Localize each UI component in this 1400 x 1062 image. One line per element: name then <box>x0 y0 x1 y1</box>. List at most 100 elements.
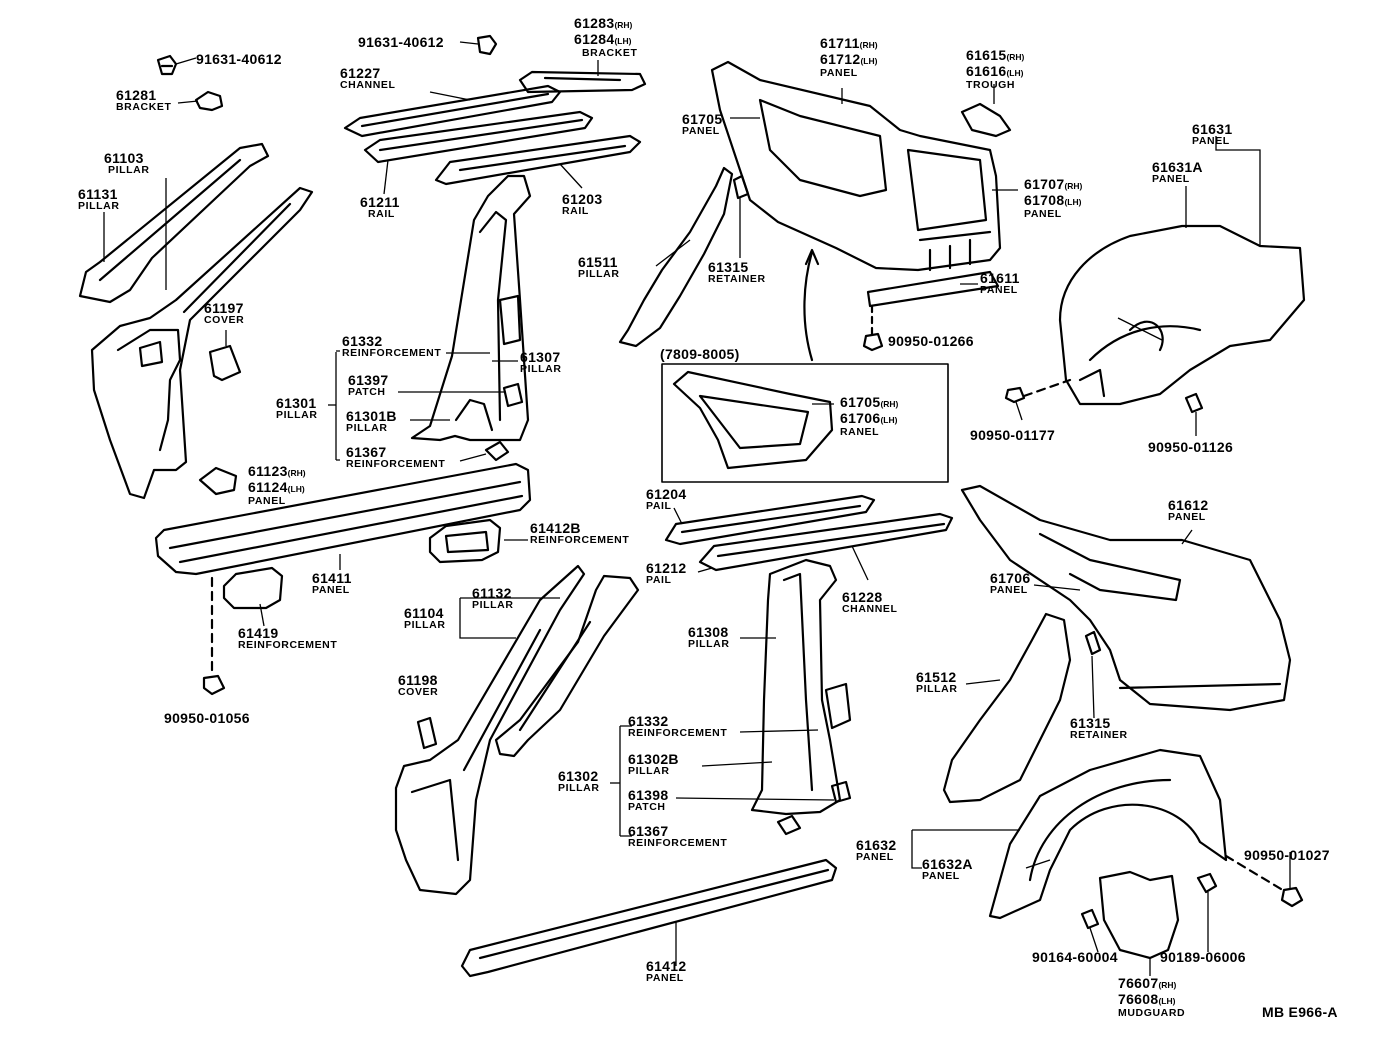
label-91631-40612-a: 91631-40612 <box>196 51 282 67</box>
leader-dashed-01027 <box>1224 854 1288 894</box>
panel-61631-part <box>1058 224 1306 406</box>
nut-90950-01027 <box>1280 886 1304 908</box>
reinforcement-61412B-part <box>428 518 502 564</box>
pillar-61308-part <box>750 558 852 816</box>
pillar-61131-part <box>78 142 270 304</box>
label-61705-61706: 61705(RH) 61706(LH) RANEL <box>840 394 899 438</box>
label-61615-61616: 61615(RH) 61616(LH) TROUGH <box>966 47 1025 91</box>
retainer-61315-part-a <box>732 174 750 200</box>
rail-61211-part <box>363 110 594 164</box>
arrow-head <box>804 248 820 266</box>
mudguard-76607-part <box>1098 870 1180 960</box>
label-90950-01027: 90950-01027 <box>1244 847 1330 863</box>
label-76607-76608: 76607(RH) 76608(LH) MUDGUARD <box>1118 975 1186 1019</box>
label-90950-01266: 90950-01266 <box>888 333 974 349</box>
label-90164-60004: 90164-60004 <box>1032 949 1118 965</box>
bolt-90950-01126 <box>1184 392 1204 414</box>
leader-dashed-01177 <box>1022 378 1072 398</box>
nut-90950-01266 <box>862 332 884 352</box>
arrow-curve <box>803 250 814 362</box>
label-diagram-code: MB E966-A <box>1262 1004 1338 1020</box>
pillar-61104-part <box>394 564 586 896</box>
rail-61212-part <box>698 512 954 572</box>
label-61707-61708: 61707(RH) 61708(LH) PANEL <box>1024 176 1083 220</box>
panel-61705-inset-part <box>672 370 834 470</box>
label-61283-61284: 61283(RH) 61284(LH) BRACKET <box>574 15 638 59</box>
patch-61398-part <box>830 780 852 804</box>
bolt-91631-a <box>156 54 178 76</box>
patch-61397-part <box>502 382 524 408</box>
rail-61203-part <box>434 134 642 186</box>
bracket-61281-part <box>194 90 224 112</box>
inset-frame <box>661 363 949 483</box>
cover-61198-part <box>416 716 438 750</box>
pillar-61132-part <box>494 574 640 758</box>
label-91631-40612-b: 91631-40612 <box>358 34 444 50</box>
label-90950-01177: 90950-01177 <box>970 427 1056 443</box>
nut-90950-01177 <box>1004 386 1026 404</box>
nut-90950-01056 <box>202 674 226 696</box>
label-90950-01056: 90950-01056 <box>164 710 250 726</box>
panel-61123-part <box>198 466 238 496</box>
trough-61615-part <box>960 102 1012 138</box>
clip-90189 <box>1196 872 1218 894</box>
pillar-61512-part <box>942 612 1072 804</box>
label-date-range: (7809-8005) <box>660 346 740 362</box>
reinforcement-61367-part-a <box>484 440 510 462</box>
rocker-panel-61412-part <box>460 858 838 978</box>
pillar-61511-part <box>618 166 734 348</box>
label-61123-61124: 61123(RH) 61124(LH) PANEL <box>248 463 306 507</box>
rocker-panel-61411-part <box>154 462 532 576</box>
reinforcement-61419-part <box>222 566 284 610</box>
bolt-91631-b <box>476 34 498 56</box>
leader-lines <box>103 41 1291 976</box>
screw-90164 <box>1080 908 1100 930</box>
pillar-61301-part <box>410 174 532 442</box>
panel-61612-part <box>960 484 1292 712</box>
retainer-61315-part-b <box>1084 630 1102 656</box>
pillar-61103-part <box>90 186 314 500</box>
rail-61204-part <box>664 494 876 546</box>
label-61711-61712: 61711(RH) 61712(LH) PANEL <box>820 35 878 79</box>
bracket-61283-part <box>518 70 647 94</box>
label-90950-01126: 90950-01126 <box>1148 439 1234 455</box>
